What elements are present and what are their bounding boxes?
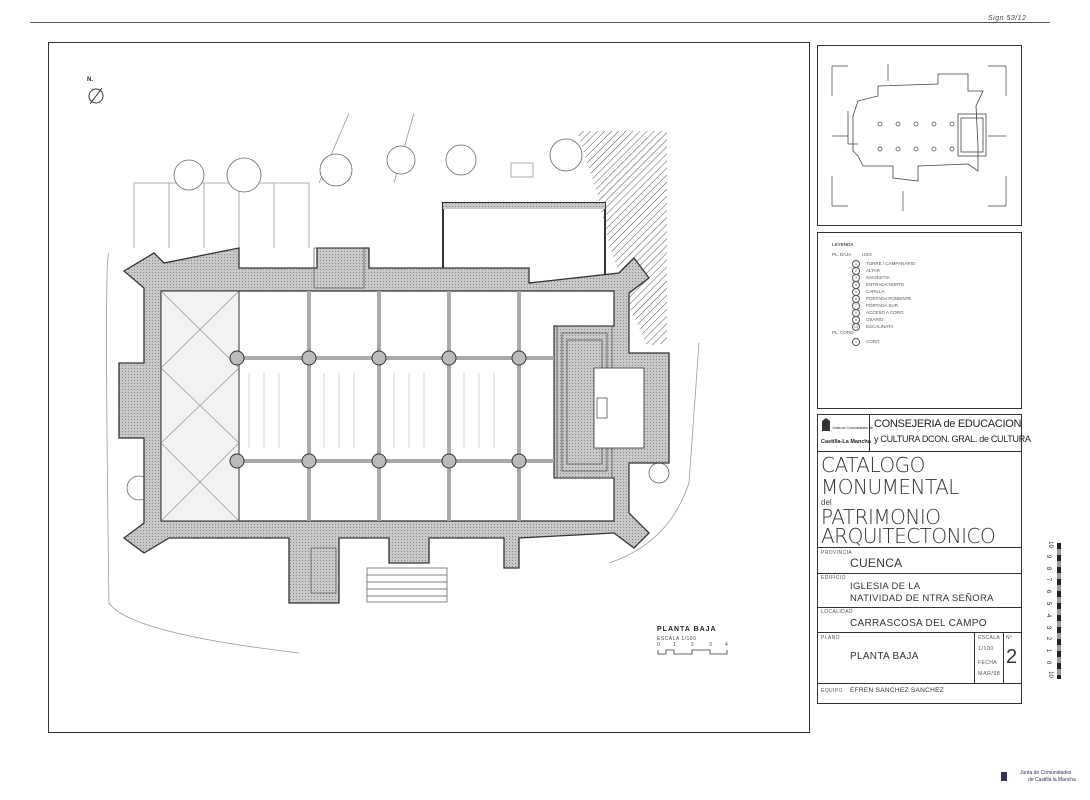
plan-title: PLANTA BAJA (657, 626, 717, 633)
logo-text: Junta de Comunidades de (832, 426, 873, 430)
legend-title: LEYENDA (832, 242, 854, 247)
fecha-value: MAR/98 (978, 671, 1001, 677)
legend-item-text: PORTADA SUR (866, 303, 898, 308)
legend-item-text: ALTAR (866, 268, 880, 273)
legend-item: 1 CORO (852, 338, 880, 346)
escala-fecha-cell: ESCALA 1/100 FECHA MAR/98 (974, 632, 1004, 683)
sheet-number: 2 (1006, 646, 1018, 668)
equipo-label: EQUIPO (821, 688, 843, 694)
plano-value: PLANTA BAJA (850, 651, 919, 662)
catalog-title-4: PATRIMONIO (821, 505, 941, 529)
ruler-tick: 4 (1045, 613, 1052, 617)
edificio-value-1: IGLESIA DE LA (850, 581, 921, 592)
key-plan (817, 45, 1022, 226)
num-label: Nº (1006, 635, 1013, 641)
terrain-slope (577, 131, 667, 346)
provincia-label: PROVINCIA (821, 550, 853, 556)
provincia-value: CUENCA (850, 556, 903, 570)
legend-group-label: PL. CORO (832, 330, 854, 335)
fecha-label: FECHA (978, 660, 997, 666)
ruler-tick: 3 (1045, 625, 1052, 629)
footer-logo-line-1: Junta de Comunidades (1020, 770, 1072, 776)
north-label: N. (87, 77, 93, 83)
ruler-tick: 5 (1045, 601, 1052, 606)
ruler-tick: 10 (1046, 541, 1053, 548)
ruler-tick: 2 (1045, 637, 1052, 641)
ruler-tick: 1 (1045, 649, 1052, 653)
legend-item-text: ENTRADA NORTE (866, 282, 905, 287)
logo-region: Castilla-La Mancha (821, 439, 871, 445)
ruler-tick: 9 (1045, 554, 1052, 558)
catalog-title-1: CATALOGO (821, 453, 925, 477)
coat-of-arms-icon (1001, 772, 1007, 781)
legend-item: 10 ESCALINATA (852, 323, 893, 331)
scale-tick: 4 (725, 642, 729, 648)
sheet-edge-line (30, 22, 1050, 23)
localidad-label: LOCALIDAD (821, 609, 853, 615)
equipo-value: EFREN SANCHEZ SANCHEZ (850, 687, 945, 694)
legend-item-text: ACCESO A CORO (866, 310, 904, 315)
legend-item-number: 1 (852, 338, 860, 346)
floor-plan-drawing (106, 112, 700, 654)
trees (126, 138, 670, 501)
key-plan-drawing (831, 64, 1007, 211)
catalog-title-3: del (821, 498, 832, 507)
columns (229, 350, 527, 469)
ruler-tick: 0 (1045, 660, 1052, 665)
org-line-2: y CULTURA DCON. GRAL. de CULTURA (874, 434, 1031, 444)
legend-item-text: PORTADA PONIENTE (866, 296, 912, 301)
plano-label: PLANO (821, 635, 840, 641)
escala-label: ESCALA (978, 635, 1001, 641)
catalog-title-2: MONUMENTAL (821, 475, 959, 499)
edificio-value-2: NATIVIDAD DE NTRA SEÑORA (850, 593, 994, 604)
ruler-tick: 6 (1045, 590, 1052, 594)
org-line-1: CONSEJERIA de EDUCACION (874, 418, 1022, 430)
legend-item-number: 10 (852, 323, 860, 331)
legend-group-label: PL. BAJA (832, 252, 852, 257)
scale-tick: 0 (657, 642, 661, 648)
footer-logo-line-2: de Castilla la Mancha (1028, 777, 1076, 783)
legend-item-text: SACRISTIA (866, 275, 890, 280)
ruler-tick: 7 (1045, 578, 1052, 582)
title-block: Junta de Comunidades de Castilla-La Manc… (817, 414, 1031, 704)
edificio-label: EDIFICIO (821, 575, 846, 581)
plan-frame: N. (48, 42, 810, 733)
logo-cell: Junta de Comunidades de Castilla-La Manc… (818, 415, 873, 451)
legend-item-text: TORRE / CAMPANARIO (866, 261, 916, 266)
north-arrow-icon (88, 87, 104, 105)
sheet-reference: Sign 53/12 (988, 15, 1027, 22)
legend-item-text: CORO (866, 339, 880, 344)
legend-item-text: ESCALINATA (866, 324, 894, 329)
legend-group-header: USO (862, 252, 872, 257)
ruler-tick: 8 (1045, 566, 1052, 570)
scale-tick: 2 (691, 642, 695, 648)
scale-tick: 3 (709, 642, 713, 648)
coat-of-arms-icon (822, 418, 830, 431)
nave-interior (160, 290, 615, 522)
scale-tick: 1 (673, 642, 677, 648)
chapel-vaults (160, 290, 240, 522)
escala-value: 1/100 (978, 646, 994, 652)
legend-item-text: CAPILLA (866, 289, 885, 294)
localidad-value: CARRASCOSA DEL CAMPO (850, 618, 987, 629)
legend-panel: LEYENDA PL. BAJA USO 1 TORRE / CAMPANARIO… (817, 232, 1022, 409)
catalog-title-5: ARQUITECTONICO (821, 524, 996, 548)
plan-scale: ESCALA 1/100 (657, 636, 697, 642)
ruler-tick: 10 (1046, 670, 1053, 678)
legend-item-text: OSARIO (866, 317, 884, 322)
